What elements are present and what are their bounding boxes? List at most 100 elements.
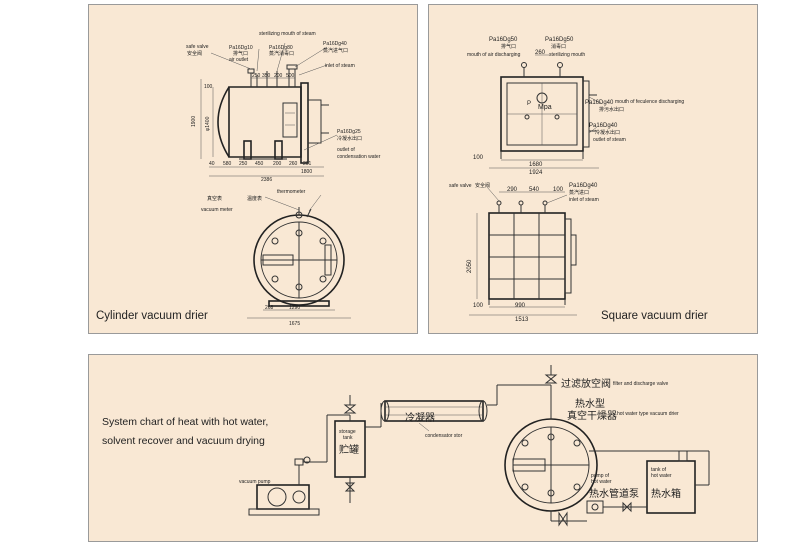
dim-top-1: 250 [252, 73, 261, 79]
thermometer-en: thermometer [277, 189, 306, 195]
end-dim-2: 1290 [289, 305, 300, 311]
dim-100-a: 100 [473, 155, 484, 161]
svg-text:P: P [527, 101, 531, 107]
pa16dg80-label: Pa16Dg80 [269, 45, 293, 51]
square-drawing: P Mpa 260 1680 1924 100 Pa16Dg50 排气口 mou… [449, 37, 684, 323]
dim-bottom-3: 250 [239, 161, 248, 167]
dim-1800: 1800 [301, 169, 312, 175]
cylinder-door [308, 99, 322, 144]
square-panel: P Mpa 260 1680 1924 100 Pa16Dg50 排气口 mou… [428, 4, 758, 334]
pump-hot-water-en-1: pump of [591, 473, 610, 479]
system-title-line1: System chart of heat with hot water, [102, 416, 269, 428]
system-title-line2: solvent recover and vacuum drying [102, 435, 265, 447]
pump-hot-water-en-2: hot water [591, 479, 612, 485]
pa16dg40-b: Pa16Dg40 [589, 123, 618, 129]
steam-inlet-cn: 蒸汽进口 [569, 189, 589, 196]
safe-valve-en: safe valve [186, 44, 209, 50]
tank-hot-water-en-1: tank of [651, 467, 667, 473]
vacuum-pump-label: vacuum pump [239, 479, 271, 485]
air-discharging-cn: 排气口 [501, 43, 516, 50]
cylinder-body [228, 86, 302, 158]
pa16dg40-a: Pa16Dg40 [585, 100, 614, 106]
hot-water-type-cn: 热水型 [575, 397, 605, 410]
condenser-en: condensator stor [425, 433, 463, 439]
mouth-feculence: mouth of feculence discharging [615, 99, 684, 105]
storage-tank-en-1: storage [339, 429, 356, 435]
dim-diameter: φ1400 [205, 116, 211, 131]
condenser [384, 400, 484, 422]
dim-small: 100 [204, 84, 213, 90]
vacuum-meter-en: vacuum meter [201, 207, 233, 213]
cylinder-panel: 250 350 200 500 40 580 250 450 200 260 2… [88, 4, 418, 334]
vacuum-meter-cn: 真空表 [207, 195, 222, 202]
pa16dg50-a: Pa16Dg50 [489, 37, 518, 43]
feculence-outlet-cn: 排污水出口 [599, 106, 624, 113]
dim-bottom-2: 580 [223, 161, 232, 167]
dim-bottom-5: 200 [273, 161, 282, 167]
end-dim-3: 1675 [289, 321, 300, 327]
condensation-water-label: condensation water [337, 154, 381, 160]
pa16dg40-label: Pa16Dg40 [323, 41, 347, 47]
dim-1513: 1513 [515, 317, 529, 323]
sterilizing-mouth-label: sterilizing mouth of steam [259, 31, 316, 37]
storage-tank-en-2: tank [343, 435, 353, 441]
hot-water-drier-en: hot water type vacuum drier [617, 411, 679, 417]
outlet-of-steam: outlet of steam [593, 137, 626, 143]
system-panel: System chart of heat with hot water, sol… [88, 354, 758, 542]
front-dim-3: 100 [553, 187, 564, 193]
dim-1680: 1680 [529, 162, 543, 168]
dim-top-3: 200 [274, 73, 283, 79]
inlet-of-steam: inlet of steam [569, 197, 599, 203]
safe-valve-cn: 安全阀 [475, 182, 490, 189]
cylinder-caption: Cylinder vacuum drier [96, 310, 208, 322]
safe-valve-cn: 安全阀 [187, 50, 202, 57]
filter-valve-cn: 过滤放空阀 [561, 377, 611, 390]
dim-260: 260 [535, 50, 546, 56]
square-caption: Square vacuum drier [601, 310, 708, 322]
sterilizing-mouth: sterilizing mouth [549, 52, 585, 58]
sterilizing-cn: 消毒口 [551, 43, 566, 50]
mouth-air-discharging: mouth of air discharging [467, 52, 521, 58]
dim-2050: 2050 [467, 259, 473, 273]
vacuum-pump [256, 484, 310, 510]
steam-inlet-cn: 蒸汽进气口 [323, 47, 348, 54]
square-front-view [488, 212, 566, 300]
cylinder-end-cap [217, 86, 230, 158]
vacuum-drier-cn: 真空干燥器 [567, 409, 617, 422]
dim-bottom-7: 201 [303, 161, 312, 167]
dim-100-b: 100 [473, 303, 484, 309]
hot-water-tank [646, 460, 696, 514]
pa16dg40-c: Pa16Dg40 [569, 183, 598, 189]
steam-outlet-cn: 冷凝水出口 [595, 129, 620, 136]
filter-valve-en: filter and discharge valve [613, 381, 669, 387]
sterilizing-cn: 蒸汽消毒口 [269, 50, 294, 57]
condensation-outlet-cn: 冷凝水出口 [337, 135, 362, 142]
pa16dg50-b: Pa16Dg50 [545, 37, 574, 43]
air-outlet-en: air outlet [229, 57, 249, 63]
front-dim-1: 290 [507, 187, 518, 193]
hot-water-pump-cn: 热水管道泵 [589, 487, 639, 500]
front-dim-2: 540 [529, 187, 540, 193]
dim-top-4: 500 [286, 73, 295, 79]
dim-total: 2386 [261, 177, 272, 183]
pa16dg10-label: Pa16Dg10 [229, 45, 253, 51]
dim-1924: 1924 [529, 170, 543, 176]
safe-valve-en: safe valve [449, 183, 472, 189]
hot-water-tank-cn: 热水箱 [651, 487, 681, 500]
dim-top-2: 350 [262, 73, 271, 79]
cylinder-drawing: 250 350 200 500 40 580 250 450 200 260 2… [186, 31, 381, 327]
mpa-label: Mpa [538, 104, 552, 111]
hot-water-pump [586, 500, 604, 514]
cylinder-flange [300, 82, 309, 164]
dim-bottom-4: 450 [255, 161, 264, 167]
end-dim-1: 268 [265, 305, 274, 311]
dim-990: 990 [515, 303, 526, 309]
dim-bottom-6: 260 [289, 161, 298, 167]
inlet-of-steam: inlet of steam [325, 63, 355, 69]
thermometer-cn: 温度表 [247, 195, 262, 202]
dim-bottom-1: 40 [209, 161, 215, 167]
air-outlet-cn: 排气口 [233, 50, 248, 57]
system-drawing: vacuum pump storage tank 贮罐 冷凝器 condensa… [239, 365, 710, 527]
storage-tank-cn: 贮罐 [339, 443, 359, 456]
condenser-cn: 冷凝器 [405, 411, 435, 424]
